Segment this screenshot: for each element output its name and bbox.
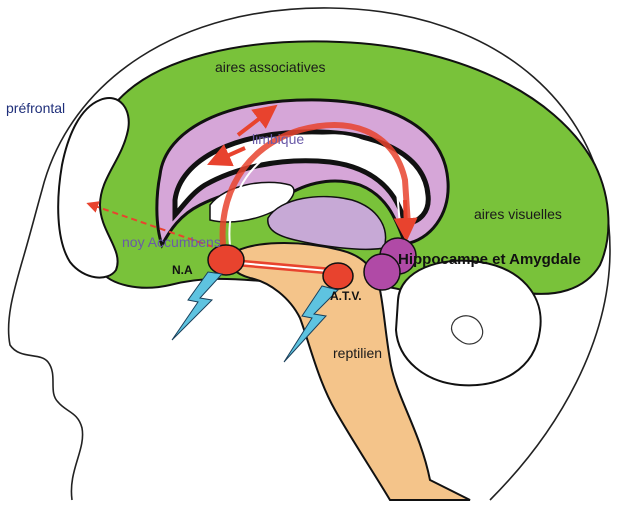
atv-node bbox=[323, 263, 353, 289]
label-prefrontal: préfrontal bbox=[6, 100, 65, 116]
label-hippocampe: Hippocampe et Amygdale bbox=[398, 251, 581, 268]
label-na: N.A bbox=[172, 263, 193, 277]
cerebellum bbox=[396, 261, 541, 386]
label-reptilien: reptilien bbox=[333, 345, 382, 361]
label-limbique: limbique bbox=[252, 131, 304, 147]
label-aires-associatives: aires associatives bbox=[215, 59, 326, 75]
label-atv: A.T.V. bbox=[330, 289, 362, 303]
pathway-arrow-down bbox=[405, 200, 406, 230]
label-aires-visuelles: aires visuelles bbox=[474, 206, 562, 222]
amygdala-node bbox=[364, 254, 400, 290]
label-noy-accumbens: noy Accumbens bbox=[122, 234, 221, 250]
